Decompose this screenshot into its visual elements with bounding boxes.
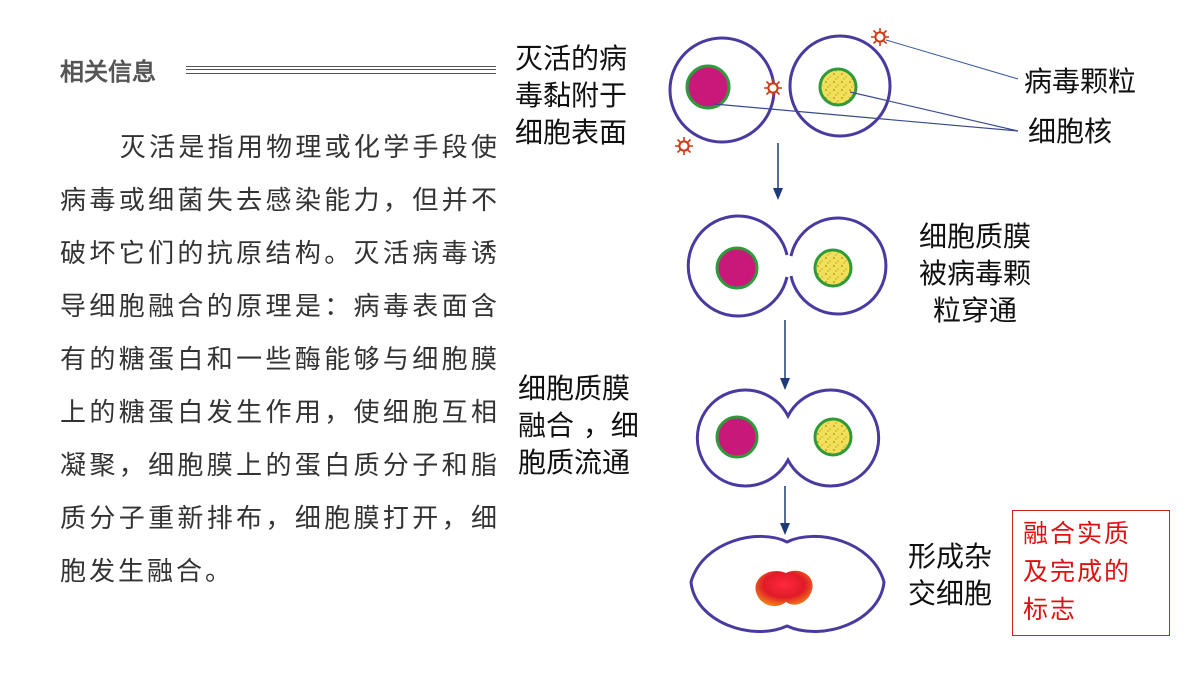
- magenta-nucleus: [715, 246, 759, 290]
- stage2-cells: [686, 214, 888, 318]
- yellow-nucleus: [818, 67, 858, 107]
- magenta-nucleus: [685, 64, 731, 110]
- note-line: 融合实质: [1023, 519, 1132, 548]
- virus-icon: [674, 136, 694, 156]
- virus-icon: [763, 78, 783, 98]
- yellow-nucleus: [813, 248, 853, 288]
- right-cell-membrane: [788, 34, 892, 138]
- label-virus-attach: 灭活的病 毒黏附于 细胞表面: [515, 42, 628, 149]
- label-membrane-fused: 细胞质膜 融合 ，细 胞质流通: [518, 372, 639, 479]
- stage1-cells: [668, 27, 892, 156]
- left-cell-membrane: [686, 214, 789, 318]
- hybrid-nucleus: [755, 570, 813, 607]
- section-title: 相关信息: [60, 58, 156, 86]
- right-cell-membrane: [789, 216, 888, 316]
- note-line: 及完成的: [1023, 557, 1132, 586]
- hybrid-cell-membrane: [689, 534, 886, 633]
- pointer-lines: [713, 39, 1019, 132]
- title-rule: [186, 66, 496, 74]
- virus-icon: [870, 27, 890, 47]
- body-paragraph: 灭活是指用物理或化学手段使病毒或细菌失去感染能力，但并不破坏它们的抗原结构。灭活…: [60, 133, 500, 587]
- label-membrane-pierced: 细胞质膜 被病毒颗 粒穿通: [918, 220, 1031, 327]
- label-hybrid-cell: 形成杂 交细胞: [908, 540, 993, 610]
- yellow-nucleus: [813, 417, 853, 457]
- fused-membrane: [695, 388, 881, 488]
- fusion-marker-note: 融合实质 及完成的 标志: [1012, 510, 1170, 636]
- label-virus-particle: 病毒颗粒: [1024, 65, 1137, 98]
- arrows: [773, 143, 790, 535]
- label-nucleus: 细胞核: [1028, 115, 1113, 148]
- stage4-hybrid-cell: [689, 534, 886, 633]
- note-line: 标志: [1023, 595, 1078, 624]
- magenta-nucleus: [715, 415, 759, 459]
- stage3-cells: [695, 388, 881, 488]
